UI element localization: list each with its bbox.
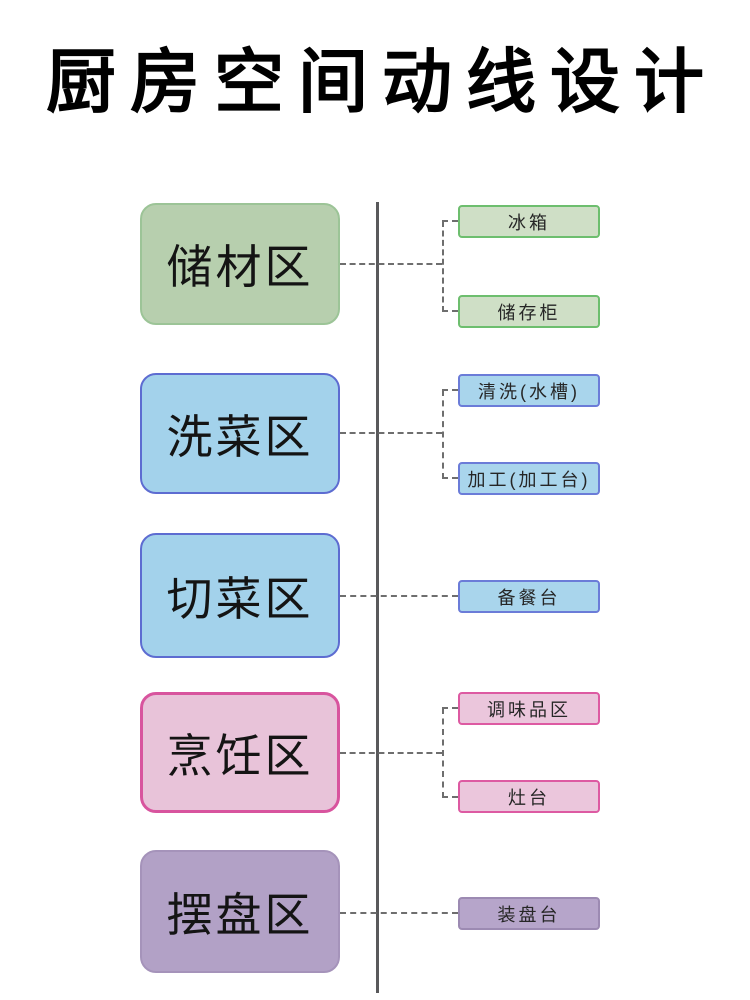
connector-washing-stub-2 xyxy=(442,477,458,479)
connector-cutting-main xyxy=(340,595,458,597)
zone-box-cooking: 烹饪区 xyxy=(140,692,340,813)
connector-storage-main xyxy=(340,263,442,265)
connector-storage-stub-1 xyxy=(442,220,458,222)
sub-item-box-plating-table: 装盘台 xyxy=(458,897,600,930)
page-title: 厨房空间动线设计 xyxy=(46,43,718,121)
zone-box-storage: 储材区 xyxy=(140,203,340,325)
sub-item-label: 冰箱 xyxy=(508,212,550,233)
sub-item-label: 加工(加工台) xyxy=(467,469,591,490)
connector-cooking-main xyxy=(340,752,442,754)
connector-cooking-bracket xyxy=(442,708,444,798)
connector-washing-main xyxy=(340,432,442,434)
connector-washing-stub-1 xyxy=(442,389,458,391)
connector-storage-bracket xyxy=(442,221,444,312)
sub-item-label: 备餐台 xyxy=(497,587,561,608)
connector-washing-bracket xyxy=(442,390,444,479)
zone-label: 洗菜区 xyxy=(166,410,314,463)
zone-label: 切菜区 xyxy=(166,572,314,625)
zone-box-plating: 摆盘区 xyxy=(140,850,340,973)
zone-box-cutting: 切菜区 xyxy=(140,533,340,658)
sub-item-label: 灶台 xyxy=(508,787,550,808)
sub-item-box-seasoning: 调味品区 xyxy=(458,692,600,725)
sub-item-box-processing-table: 加工(加工台) xyxy=(458,462,600,495)
zone-label: 烹饪区 xyxy=(166,729,314,782)
sub-item-box-sink: 清洗(水槽) xyxy=(458,374,600,407)
connector-cooking-stub-2 xyxy=(442,796,458,798)
zone-box-washing: 洗菜区 xyxy=(140,373,340,494)
sub-item-label: 装盘台 xyxy=(497,904,561,925)
sub-item-box-storage-cabinet: 储存柜 xyxy=(458,295,600,328)
sub-item-label: 调味品区 xyxy=(487,699,571,720)
sub-item-label: 储存柜 xyxy=(497,302,561,323)
connector-cooking-stub-1 xyxy=(442,707,458,709)
sub-item-box-fridge: 冰箱 xyxy=(458,205,600,238)
sub-item-label: 清洗(水槽) xyxy=(478,381,580,402)
connector-storage-stub-2 xyxy=(442,310,458,312)
sub-item-box-prep-table: 备餐台 xyxy=(458,580,600,613)
sub-item-box-stove: 灶台 xyxy=(458,780,600,813)
zone-label: 储材区 xyxy=(166,241,314,293)
flow-axis-line xyxy=(376,202,379,993)
zone-label: 摆盘区 xyxy=(166,888,314,941)
connector-plating-main xyxy=(340,912,458,914)
